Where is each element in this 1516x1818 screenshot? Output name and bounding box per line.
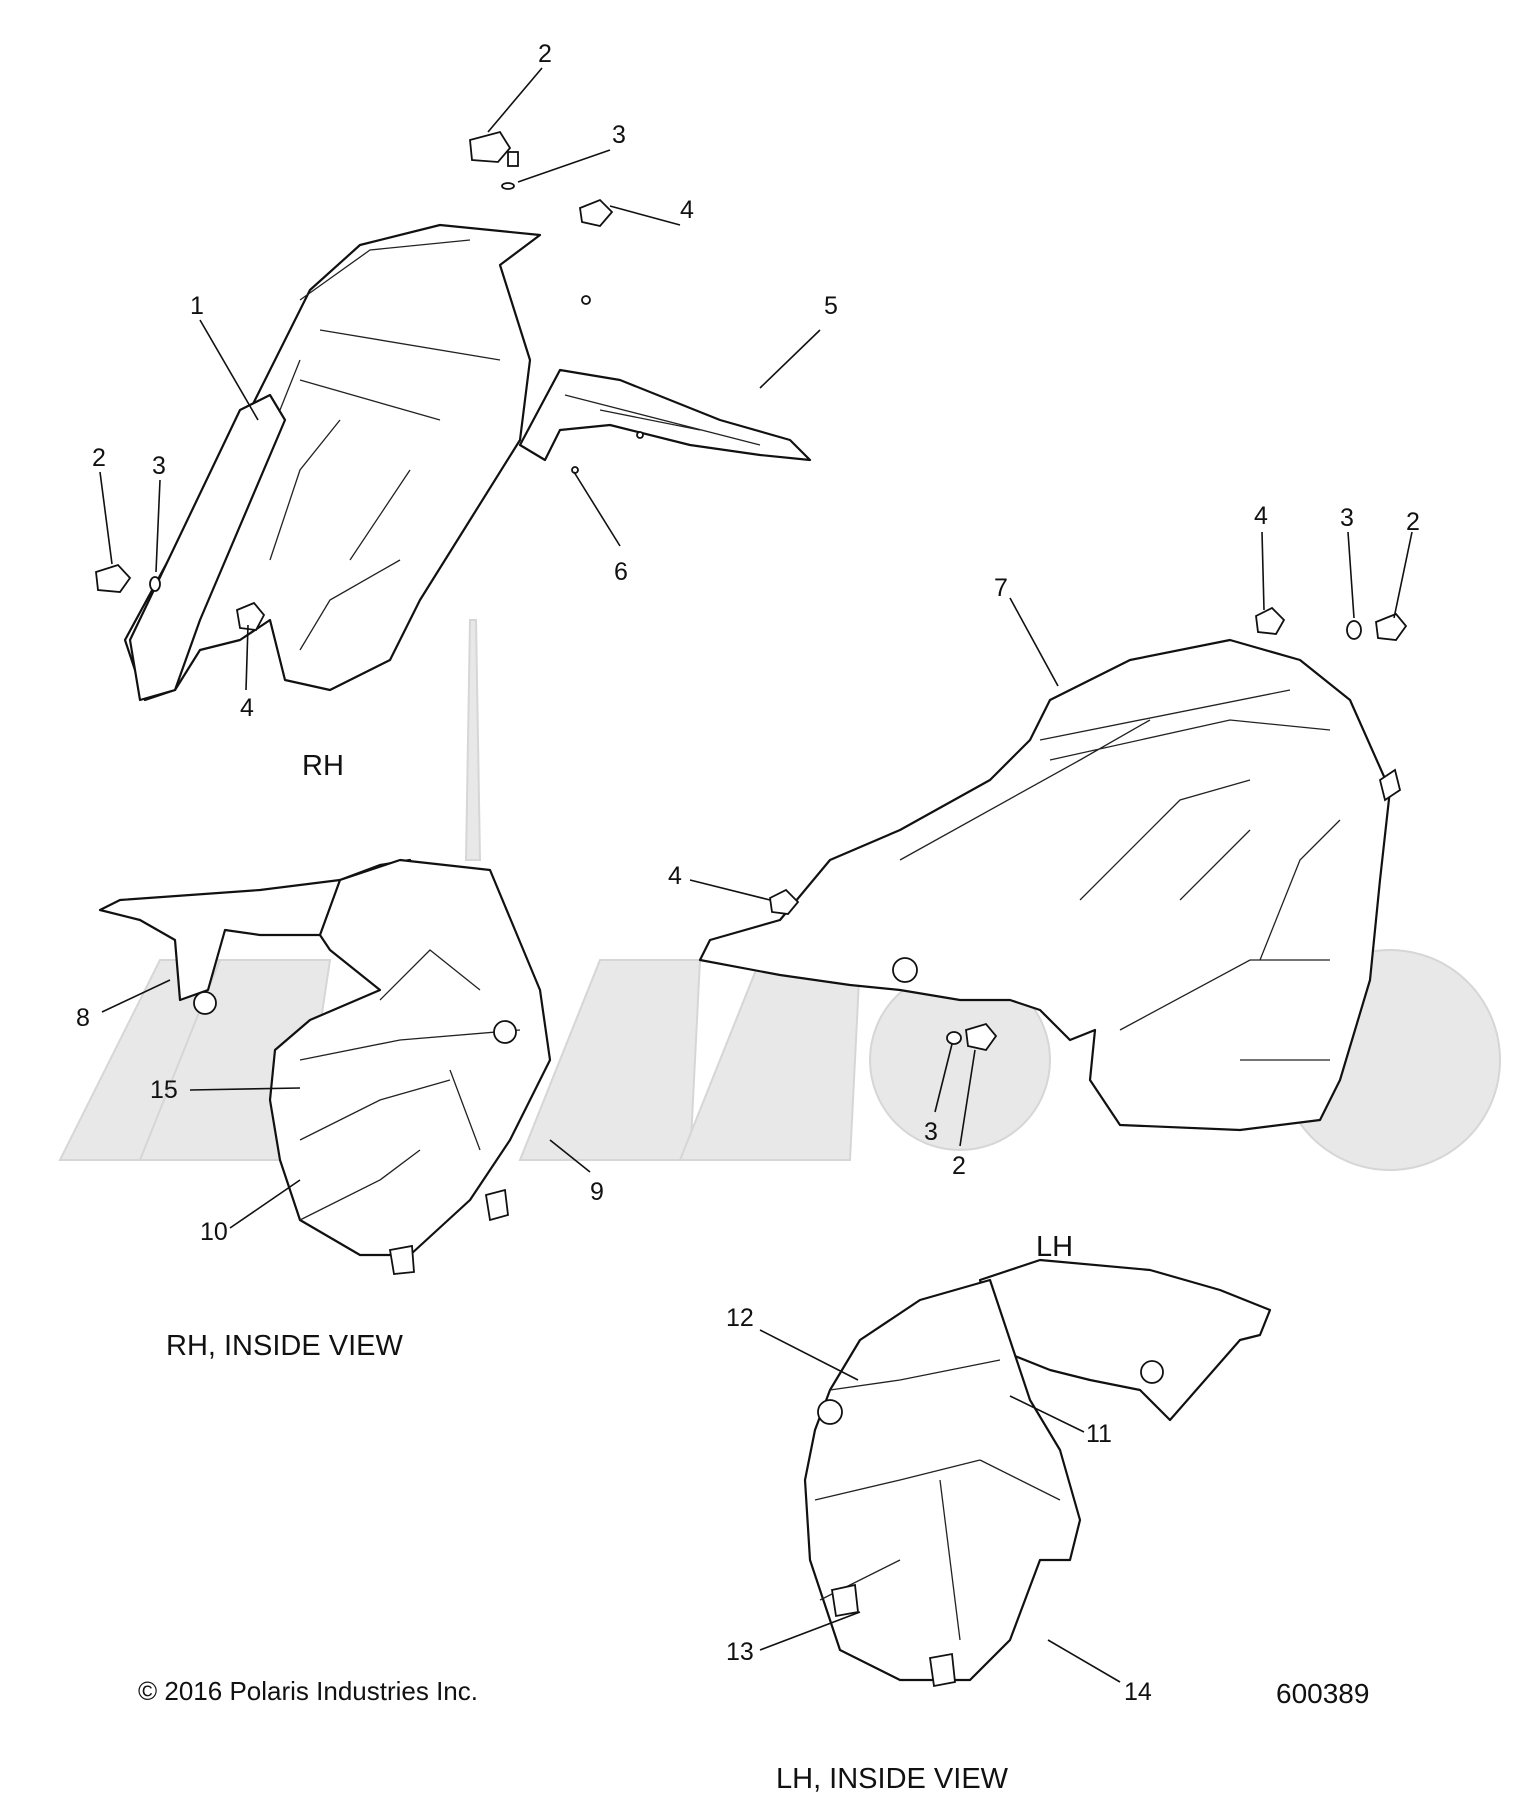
rh-fender-flap — [128, 393, 287, 702]
callout-3: 3 — [152, 452, 166, 480]
rh-hardware — [95, 130, 614, 631]
callout-13: 13 — [726, 1638, 754, 1666]
callout-3: 3 — [612, 121, 626, 149]
grommet-icon — [1255, 606, 1286, 635]
lh-inside-liner — [803, 1278, 1082, 1682]
rh-fender-trim — [518, 368, 812, 462]
lh-hardware — [769, 606, 1408, 1052]
view-label-lh-inside: LH, INSIDE VIEW — [776, 1763, 1009, 1795]
callout-6: 6 — [614, 558, 628, 586]
callout-15: 15 — [150, 1076, 178, 1104]
callout-labels: 1 2 3 4 5 6 2 3 4 4 3 2 7 4 3 2 8 15 9 1… — [76, 40, 1420, 1706]
callout-5: 5 — [824, 292, 838, 320]
rh-inside-liner — [268, 858, 552, 1257]
callout-4: 4 — [1254, 502, 1268, 530]
callout-7: 7 — [994, 574, 1008, 602]
callout-8: 8 — [76, 1004, 90, 1032]
view-label-lh: LH — [1036, 1231, 1073, 1263]
callout-14: 14 — [1124, 1678, 1152, 1706]
lh-inside-mud-flap — [978, 1258, 1272, 1422]
callout-12: 12 — [726, 1304, 754, 1332]
rh-fender-assembly — [123, 223, 812, 702]
callout-3: 3 — [1340, 504, 1354, 532]
figure-number: 600389 — [1276, 1678, 1369, 1709]
callout-2: 2 — [538, 40, 552, 68]
callout-2: 2 — [952, 1152, 966, 1180]
callout-3: 3 — [924, 1118, 938, 1146]
lh-inside-assembly — [803, 1258, 1272, 1688]
rh-fender-panel — [123, 223, 542, 702]
view-label-rh: RH — [302, 750, 344, 782]
callout-4: 4 — [680, 196, 694, 224]
callout-11: 11 — [1086, 1420, 1112, 1448]
callout-4: 4 — [240, 694, 254, 722]
washer-icon — [1346, 620, 1362, 640]
push-rivet-icon — [469, 130, 512, 163]
lh-fender-assembly — [698, 638, 1402, 1132]
washer-icon — [501, 182, 515, 190]
callout-1: 1 — [190, 292, 204, 320]
callout-9: 9 — [590, 1178, 604, 1206]
view-label-rh-inside: RH, INSIDE VIEW — [166, 1330, 403, 1362]
view-labels: RH LH RH, INSIDE VIEW LH, INSIDE VIEW — [166, 750, 1073, 1795]
copyright-notice: © 2016 Polaris Industries Inc. — [138, 1676, 478, 1706]
lh-fender-panel — [698, 638, 1392, 1132]
push-rivet-icon — [1375, 612, 1408, 641]
callout-2: 2 — [1406, 508, 1420, 536]
grommet-icon — [579, 198, 614, 227]
callout-2: 2 — [92, 444, 106, 472]
rh-inside-assembly — [98, 858, 552, 1275]
callout-10: 10 — [200, 1218, 228, 1246]
leader-lines — [99, 67, 1413, 1683]
callout-4: 4 — [668, 862, 682, 890]
rh-trim-clip — [581, 295, 591, 305]
